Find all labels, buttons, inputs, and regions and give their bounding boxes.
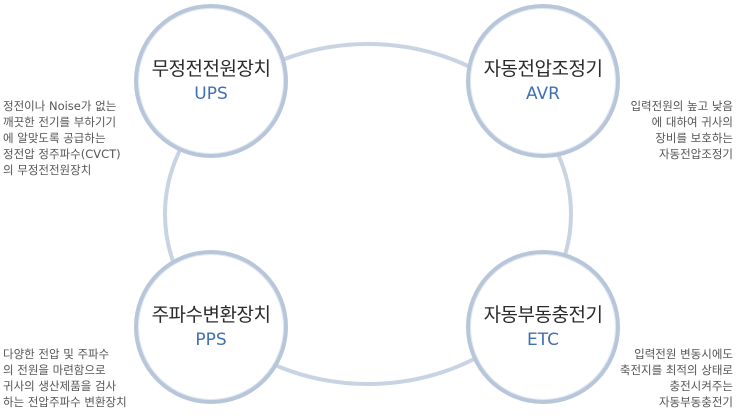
node-etc-title: 자동부동충전기 <box>483 304 603 326</box>
node-avr: 자동전압조정기 AVR <box>466 4 620 158</box>
node-ups-abbr: UPS <box>194 84 228 104</box>
node-pps-title: 주파수변환장치 <box>151 304 271 326</box>
node-avr-abbr: AVR <box>526 84 560 104</box>
node-avr-title: 자동전압조정기 <box>483 58 603 80</box>
node-ups-title: 무정전전원장치 <box>151 58 271 80</box>
desc-pps: 다양한 전압 및 주파수 의 전원을 마련함으로 귀사의 생산제품을 검사 하는… <box>3 347 127 409</box>
desc-etc: 입력전원 변동시에도 축전지를 최적의 상태로 충전시켜주는 자동부동충전기 <box>619 347 733 409</box>
node-pps-abbr: PPS <box>195 330 227 350</box>
node-etc: 자동부동충전기 ETC <box>466 250 620 404</box>
node-etc-abbr: ETC <box>527 330 559 350</box>
desc-avr: 입력전원의 높고 낮음 에 대하여 귀사의 장비를 보호하는 자동전압조정기 <box>630 99 733 161</box>
node-ups: 무정전전원장치 UPS <box>134 4 288 158</box>
desc-ups: 정전이나 Noise가 없는 깨끗한 전기를 부하기기 에 알맞도록 공급하는 … <box>3 99 121 177</box>
node-pps: 주파수변환장치 PPS <box>134 250 288 404</box>
